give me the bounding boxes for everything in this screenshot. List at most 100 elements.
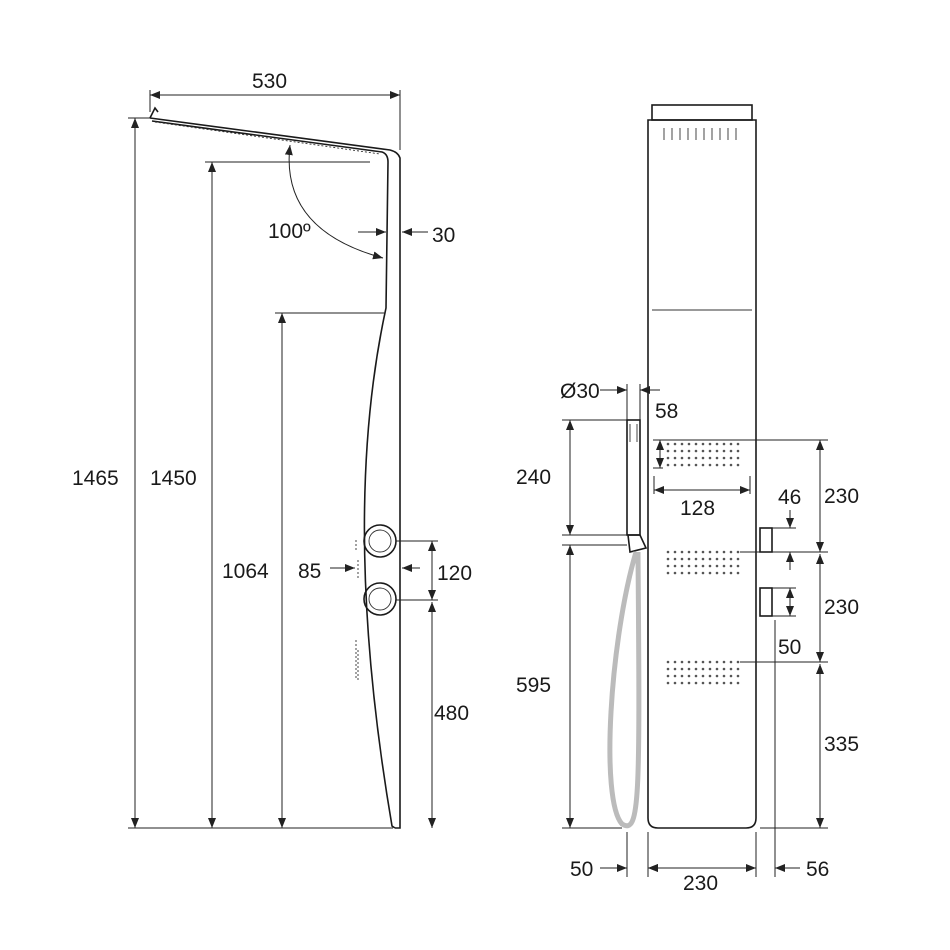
jet-nozzle	[729, 550, 733, 554]
front-knob-lower	[759, 587, 773, 617]
jet-nozzle	[694, 571, 698, 575]
jet-nozzle	[666, 456, 670, 460]
jet-nozzle	[666, 442, 670, 446]
jet-nozzle	[701, 456, 705, 460]
dim-30: 30	[432, 224, 455, 247]
dim-335: 335	[824, 733, 859, 756]
jet-nozzle	[687, 571, 691, 575]
jet-nozzle	[715, 550, 719, 554]
jet-nozzle	[729, 660, 733, 664]
hand-shower-holder	[627, 534, 648, 553]
jet-nozzle	[715, 571, 719, 575]
jet-group-2	[666, 550, 740, 575]
jet-nozzle	[673, 456, 677, 460]
jet-nozzle	[736, 564, 740, 568]
jet-nozzle	[666, 660, 670, 664]
jet-nozzle	[694, 667, 698, 671]
jet-nozzle	[701, 660, 705, 664]
jet-nozzle	[687, 564, 691, 568]
jet-nozzle	[680, 456, 684, 460]
jet-nozzle	[722, 557, 726, 561]
jet-nozzle	[722, 667, 726, 671]
top-outlet-slots	[663, 128, 737, 140]
jet-nozzle	[715, 463, 719, 467]
dim-128: 128	[680, 497, 715, 520]
dim-50-knob: 50	[778, 636, 801, 659]
dim-530: 530	[252, 70, 287, 93]
jet-nozzle	[701, 674, 705, 678]
jet-nozzle	[736, 463, 740, 467]
jet-nozzle	[715, 456, 719, 460]
jet-nozzle	[666, 557, 670, 561]
jet-nozzle	[722, 449, 726, 453]
jet-nozzle	[673, 557, 677, 561]
jet-nozzle	[708, 456, 712, 460]
panel-outline-curve	[151, 120, 396, 829]
jet-nozzle	[736, 557, 740, 561]
jet-nozzle	[729, 571, 733, 575]
jet-nozzle	[701, 681, 705, 685]
jet-nozzle	[715, 449, 719, 453]
jet-nozzle	[687, 442, 691, 446]
jet-nozzle	[708, 681, 712, 685]
jet-nozzle	[666, 449, 670, 453]
jet-nozzle	[666, 681, 670, 685]
top-cap	[651, 104, 753, 121]
jet-nozzle	[680, 660, 684, 664]
jet-nozzle	[673, 463, 677, 467]
jet-nozzle	[666, 667, 670, 671]
jet-nozzle	[687, 674, 691, 678]
jet-nozzle	[729, 674, 733, 678]
jet-nozzle	[680, 674, 684, 678]
dim-56: 56	[806, 858, 829, 881]
jet-nozzle	[673, 564, 677, 568]
jet-nozzle	[680, 550, 684, 554]
jet-nozzle	[680, 667, 684, 671]
jet-nozzle	[736, 456, 740, 460]
jet-nozzle	[694, 557, 698, 561]
jet-nozzle	[708, 571, 712, 575]
jet-nozzle	[680, 564, 684, 568]
jet-nozzle	[694, 442, 698, 446]
jet-nozzle	[694, 463, 698, 467]
jet-nozzle	[694, 456, 698, 460]
jet-nozzle	[715, 557, 719, 561]
dim-1450: 1450	[150, 467, 197, 490]
jet-nozzle	[722, 463, 726, 467]
jet-nozzle	[673, 442, 677, 446]
jet-nozzle	[687, 456, 691, 460]
jet-nozzle	[680, 463, 684, 467]
jet-nozzle	[701, 564, 705, 568]
jet-group-3	[666, 660, 740, 685]
jet-nozzle	[729, 557, 733, 561]
jet-nozzle	[736, 660, 740, 664]
jet-nozzle	[715, 442, 719, 446]
jet-nozzle	[736, 667, 740, 671]
jet-nozzle	[736, 674, 740, 678]
jet-nozzle	[673, 681, 677, 685]
side-knob-upper	[363, 524, 397, 558]
jet-nozzle	[708, 667, 712, 671]
jet-nozzle	[673, 667, 677, 671]
jet-nozzle	[694, 449, 698, 453]
jet-nozzle	[687, 449, 691, 453]
jet-nozzle	[666, 571, 670, 575]
jet-nozzle	[687, 557, 691, 561]
jet-nozzle	[687, 463, 691, 467]
dim-1465: 1465	[72, 467, 119, 490]
jet-nozzle	[715, 564, 719, 568]
jet-nozzle	[729, 442, 733, 446]
jet-nozzle	[736, 571, 740, 575]
jet-nozzle	[729, 681, 733, 685]
jet-nozzle	[736, 449, 740, 453]
jet-nozzle	[701, 449, 705, 453]
body-jet-groups	[666, 442, 740, 685]
jet-nozzle	[666, 674, 670, 678]
jet-nozzle	[736, 550, 740, 554]
jet-nozzle	[722, 442, 726, 446]
jet-nozzle	[729, 449, 733, 453]
jet-nozzle	[701, 557, 705, 561]
jet-nozzle	[673, 674, 677, 678]
jet-nozzle	[701, 442, 705, 446]
